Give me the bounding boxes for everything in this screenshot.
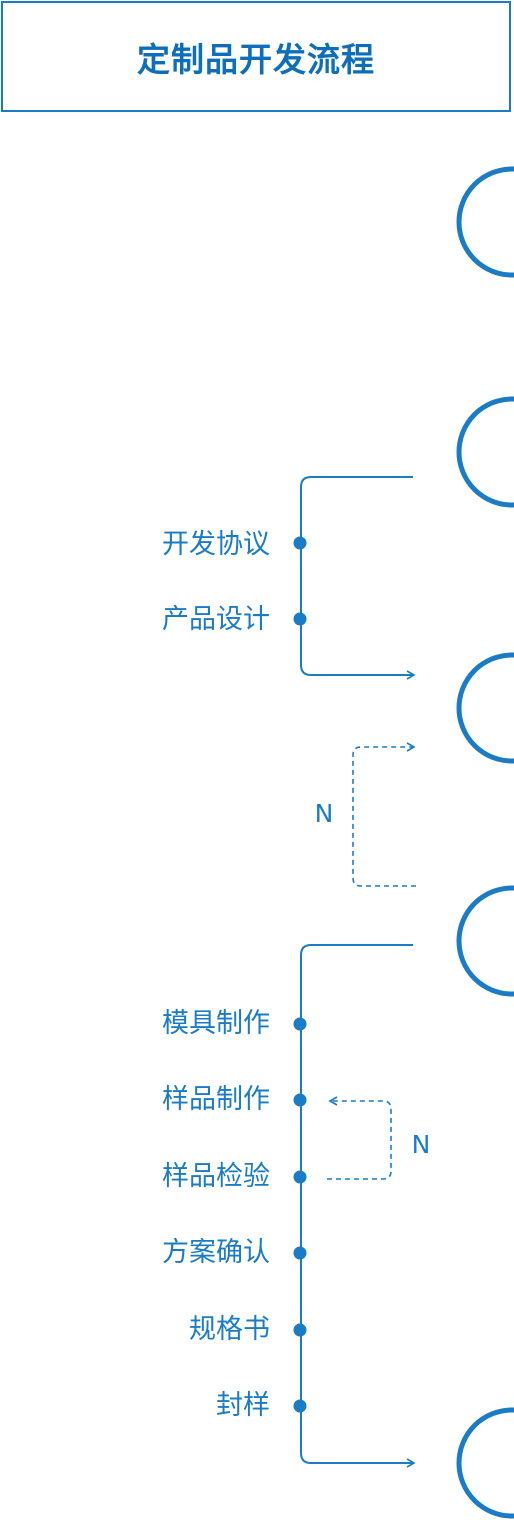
step-label-product-design: 产品设计 [162,604,270,635]
loop1-label: N [314,799,334,828]
stage-circle-4 [456,885,514,997]
stage-circle-5 [456,1407,514,1519]
loop2-label: N [411,1130,431,1159]
loop2-bracket [327,1096,392,1180]
stage-circle-2 [456,396,514,508]
group2-dot-6 [293,1399,307,1413]
group2-dot-1 [293,1017,307,1031]
group1-dot-2 [293,612,307,626]
group1-dot-1 [293,536,307,550]
title-box: 定制品开发流程 [1,1,511,112]
group2-dot-2 [293,1093,307,1107]
step-label-plan-confirmation: 方案确认 [162,1237,270,1268]
step-label-sample-making: 样品制作 [162,1084,270,1115]
step-label-sealed-sample: 封样 [216,1390,270,1421]
step-label-specification: 规格书 [189,1314,270,1345]
step-label-sample-inspection: 样品检验 [162,1161,270,1192]
stage-circle-3 [456,652,514,764]
step-label-mold-making: 模具制作 [162,1008,270,1039]
group2-dot-4 [293,1246,307,1260]
step-label-dev-agreement: 开发协议 [162,529,270,560]
group1-bracket [300,476,416,680]
page-title: 定制品开发流程 [137,39,375,79]
loop1-bracket [352,742,416,887]
stage-circle-1 [456,166,514,278]
group2-bracket [300,944,416,1468]
group2-dot-5 [293,1323,307,1337]
group2-dot-3 [293,1170,307,1184]
